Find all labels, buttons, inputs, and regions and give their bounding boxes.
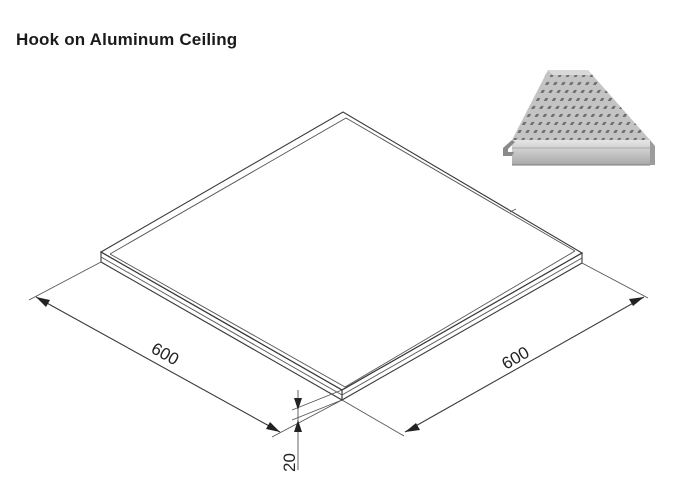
arrow-height-bottom [294, 420, 302, 432]
arrow-right-start [405, 423, 420, 432]
arrow-height-top [294, 398, 302, 410]
arrow-right-end [629, 297, 644, 306]
dimension-label-right: 600 [499, 343, 533, 374]
arrow-left-start [36, 297, 50, 307]
arrow-left-end [266, 422, 280, 432]
dimension-left: 600 [28, 261, 343, 438]
panel-photo [503, 70, 655, 166]
page-title: Hook on Aluminum Ceiling [16, 30, 238, 49]
dimension-height: 20 [280, 389, 343, 472]
dimension-label-left: 600 [148, 339, 182, 369]
dimension-right: 600 [341, 262, 649, 437]
dimension-label-height: 20 [280, 453, 299, 472]
